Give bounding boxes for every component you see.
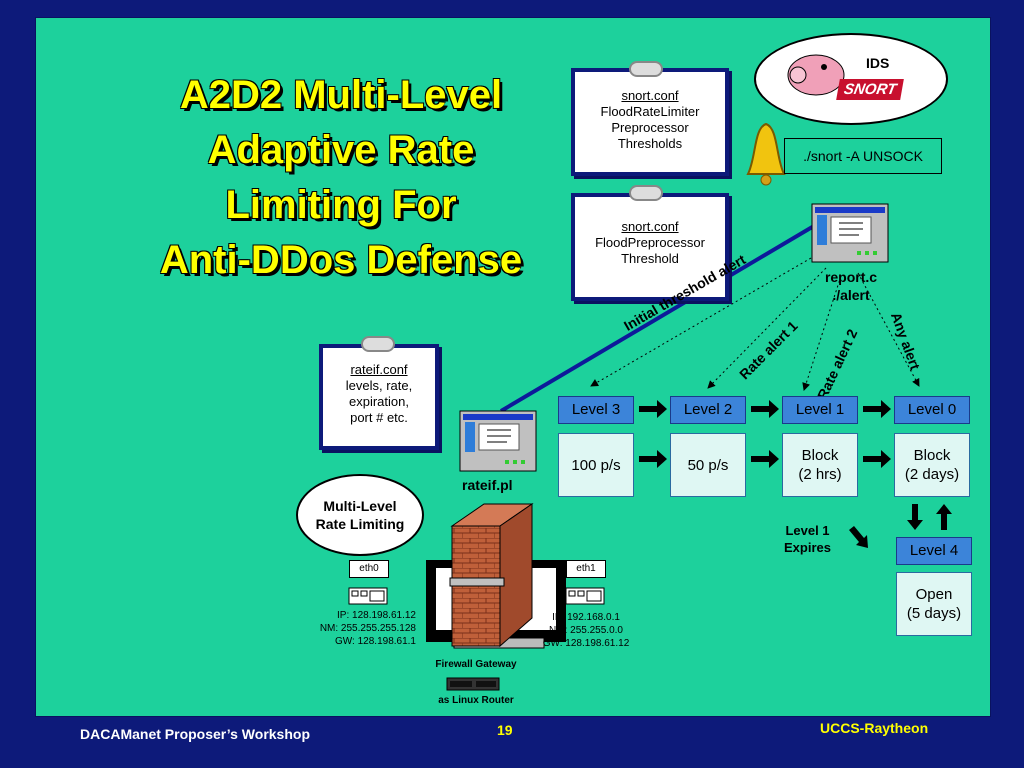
gateway-label-2: as Linux Router <box>438 695 514 706</box>
clip-icon <box>629 61 663 77</box>
note-line: levels, rate, <box>345 378 413 393</box>
arrow-val-3-2 <box>639 450 667 468</box>
note-flood-rate-file: snort.conf <box>621 88 679 103</box>
note-line: Threshold <box>621 251 679 266</box>
clip-icon <box>361 336 395 352</box>
eth1-tag: eth1 <box>566 560 606 578</box>
arrow-up <box>936 504 952 530</box>
report-label: report.c ./alert <box>810 268 892 304</box>
note-line: FloodRateLimiter <box>600 104 700 119</box>
note-line: Preprocessor <box>611 120 689 135</box>
level-4-value: Open (5 days) <box>896 572 972 636</box>
rateif-pl-label: rateif.pl <box>462 477 513 493</box>
arrow-val-2-1 <box>751 450 779 468</box>
level-1-box: Level 1 <box>782 396 858 424</box>
level-0-box: Level 0 <box>894 396 970 424</box>
ids-logo: IDS SNORT <box>754 33 948 125</box>
eth1-info: IP: 192.168.0.1 NM: 255.255.0.0 GW: 128.… <box>534 611 638 650</box>
note-flood-rate: snort.conf FloodRateLimiter Preprocessor… <box>571 68 729 176</box>
nic-icon <box>565 587 605 605</box>
router-icon <box>446 677 500 691</box>
title-line-2: Adaptive Rate <box>207 128 475 172</box>
snort-command: ./snort -A UNSOCK <box>784 138 942 174</box>
footer-left: DACAManet Proposer’s Workshop <box>80 726 310 742</box>
arrow-2-1 <box>751 400 779 418</box>
note-line: expiration, <box>349 394 409 409</box>
eth1-nm: NM: 255.255.0.0 <box>549 625 623 636</box>
note-rateif-file: rateif.conf <box>350 362 408 377</box>
bell-icon <box>746 122 786 186</box>
connector-lines <box>499 221 952 548</box>
slide-title: A2D2 Multi-Level Adaptive Rate Limiting … <box>36 68 646 288</box>
expire-arrow <box>849 526 868 548</box>
eth0-gw: GW: 128.198.61.1 <box>335 636 416 647</box>
title-line-1: A2D2 Multi-Level <box>179 73 503 117</box>
note-line: FloodPreprocessor <box>595 235 705 250</box>
report-name: report.c <box>824 269 878 285</box>
eth0-info: IP: 128.198.61.12 NM: 255.255.255.128 GW… <box>316 609 416 648</box>
firewall-illustration <box>426 503 566 649</box>
level-0-value: Block (2 days) <box>894 433 970 497</box>
note-line: Thresholds <box>617 136 683 151</box>
eth0-ip: IP: 128.198.61.12 <box>337 610 416 621</box>
note-line: port # etc. <box>350 410 408 425</box>
note-flood-pre-file: snort.conf <box>621 219 679 234</box>
arrow-val-1-0 <box>863 450 891 468</box>
alert-arrow-2 <box>707 267 827 389</box>
level-3-value: 100 p/s <box>558 433 634 497</box>
footer-right: UCCS-Raytheon <box>820 720 929 736</box>
level-3-box: Level 3 <box>558 396 634 424</box>
level-1-value: Block (2 hrs) <box>782 433 858 497</box>
arrow-3-2 <box>639 400 667 418</box>
computer-icon <box>459 410 537 472</box>
gateway-label-1: Firewall Gateway <box>435 659 517 670</box>
level-2-box: Level 2 <box>670 396 746 424</box>
note-rateif: rateif.conf levels, rate, expiration, po… <box>319 344 439 450</box>
eth1-gw: GW: 128.198.61.12 <box>542 638 630 649</box>
nic-icon <box>348 587 388 605</box>
pig-icon <box>787 54 845 96</box>
link-line <box>499 221 821 413</box>
slide: A2D2 Multi-Level Adaptive Rate Limiting … <box>35 17 991 717</box>
computer-icon <box>811 203 889 263</box>
note-flood-pre: snort.conf FloodPreprocessor Threshold <box>571 193 729 301</box>
alert-arrow-4 <box>857 272 920 387</box>
level-4-box: Level 4 <box>896 537 972 565</box>
page-number: 19 <box>497 722 513 738</box>
eth0-nm: NM: 255.255.255.128 <box>319 623 416 634</box>
level1-expires: Level 1 Expires <box>784 523 831 555</box>
ids-label: IDS <box>866 55 890 71</box>
title-line-3: Limiting For <box>225 183 457 227</box>
clip-icon <box>629 185 663 201</box>
title-line-4: Anti-DDos Defense <box>159 238 523 282</box>
eth1-ip: IP: 192.168.0.1 <box>552 612 620 623</box>
arrow-1-0 <box>863 400 891 418</box>
eth0-tag: eth0 <box>349 560 389 578</box>
arrow-down <box>907 504 923 530</box>
snort-logo: SNORT <box>836 79 905 100</box>
report-sub: ./alert <box>832 287 870 303</box>
multi-level-label: Multi-Level Rate Limiting <box>296 474 424 556</box>
level-2-value: 50 p/s <box>670 433 746 497</box>
